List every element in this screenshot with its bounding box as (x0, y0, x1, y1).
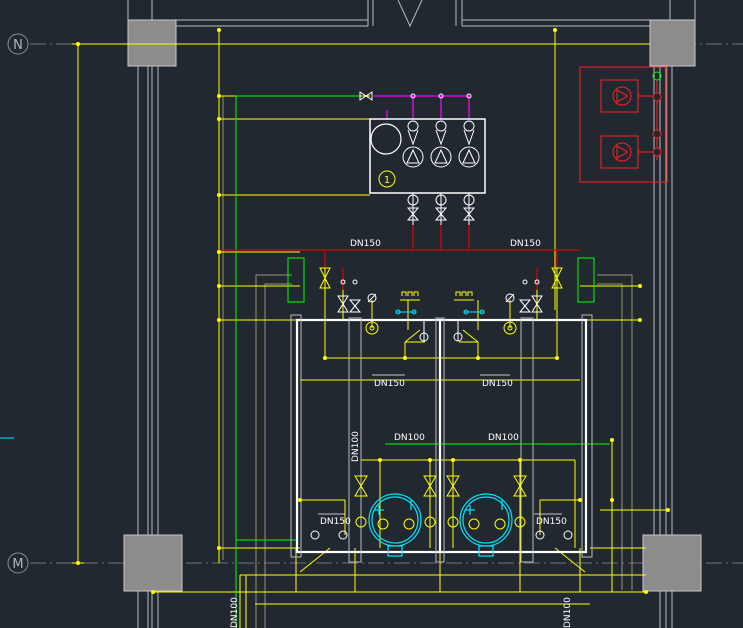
column-top-left (127, 19, 177, 67)
pump-icons (402, 120, 480, 225)
label-header-right: DN150 (510, 239, 541, 249)
green-piping (235, 95, 610, 628)
grid-axis-n: N (7, 33, 29, 55)
label-header-left: DN150 (350, 239, 381, 249)
label-bottom-right: DN100 (563, 597, 573, 628)
red-piping (219, 225, 580, 290)
cyan-fittings (395, 309, 485, 315)
label-side-right: DN150 (536, 517, 567, 527)
boiler-inner-lines (290, 314, 593, 563)
inlet-gate-valve-icon (359, 91, 373, 101)
side-units (287, 257, 595, 303)
expansion-tank-icon (370, 123, 402, 155)
building-walls (127, 0, 696, 628)
label-vertical-left: DN100 (351, 431, 361, 462)
yellow-piping (72, 30, 668, 628)
column-bottom-left (123, 534, 183, 592)
column-top-right (649, 19, 696, 67)
equipment-tag: 1 (384, 175, 390, 186)
filter-right (577, 257, 595, 303)
boiler-connections (310, 320, 573, 540)
axis-label-n: N (13, 38, 23, 53)
boiler-enclosure (295, 318, 588, 554)
magenta-valve-dots (410, 93, 472, 99)
tank-valves (354, 475, 527, 528)
equipment-tag-circle (378, 170, 396, 188)
label-lower-left: DN100 (394, 433, 425, 443)
indicator-light-icon (652, 71, 662, 81)
axis-label-m: M (12, 557, 23, 572)
structural-columns (123, 19, 702, 592)
label-branch-right: DN150 (482, 379, 513, 389)
magenta-piping (374, 95, 470, 119)
column-bottom-right (642, 534, 702, 592)
water-tanks (368, 493, 513, 557)
grid-axis-m: M (7, 552, 29, 574)
grid-lines (30, 43, 743, 564)
tank-right (459, 493, 513, 547)
filter-left (287, 257, 305, 303)
pipe-labels: DN150 DN150 DN150 DN150 DN100 DN100 DN10… (230, 239, 573, 628)
header-valves (319, 267, 563, 289)
branch-valves (337, 279, 543, 313)
label-leaders (318, 374, 562, 515)
label-branch-left: DN150 (374, 379, 405, 389)
control-panel (579, 66, 668, 183)
pump-skid: 1 (369, 118, 486, 225)
yellow-nodes (76, 28, 670, 594)
tank-left (368, 493, 422, 547)
tank-fittings (377, 518, 506, 530)
label-bottom-left: DN100 (230, 597, 240, 628)
equipment-room-outline (222, 96, 633, 628)
label-side-left: DN150 (320, 517, 351, 527)
label-lower-right: DN100 (488, 433, 519, 443)
pressure-gauges (365, 291, 517, 335)
